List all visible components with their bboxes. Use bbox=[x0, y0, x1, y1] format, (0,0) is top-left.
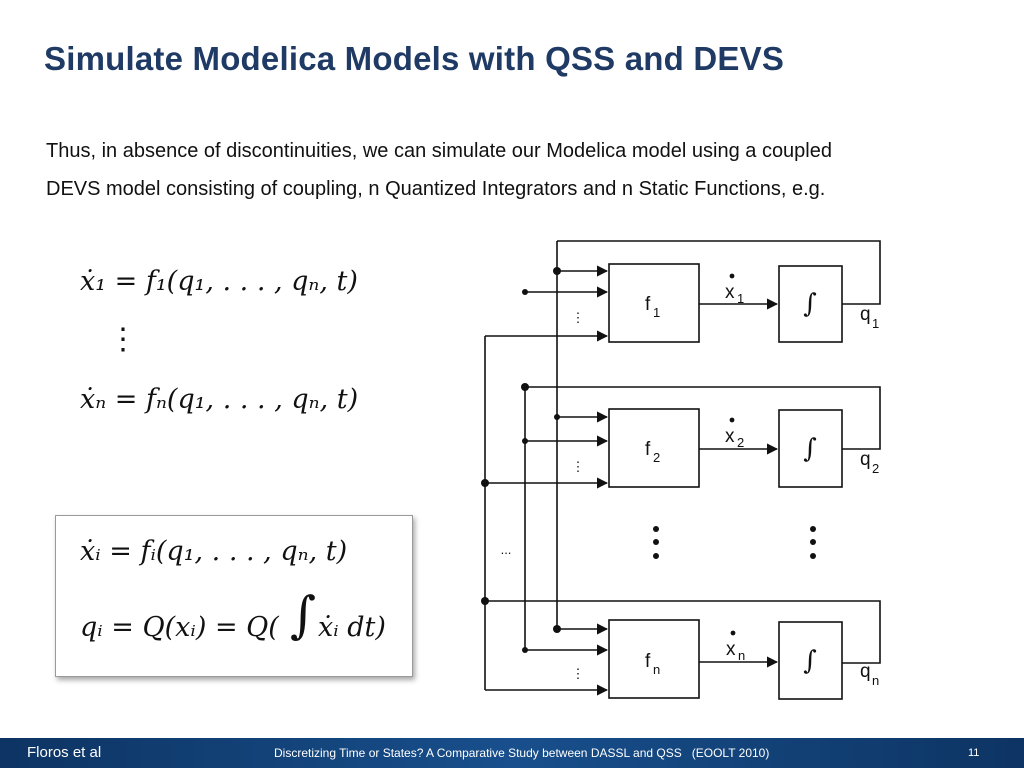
junction-dot bbox=[522, 438, 528, 444]
q2-subscript: 2 bbox=[872, 461, 879, 476]
slide-body: Thus, in absence of discontinuities, we … bbox=[46, 132, 1006, 208]
equation-xn-rhs: = fₙ(q₁, . . . , qₙ, t) bbox=[114, 384, 359, 415]
input-ellipsis-rown: ⋮ bbox=[572, 666, 585, 681]
q1-label: q bbox=[860, 304, 871, 325]
equation-x1: ẋ₁ = f₁(q₁, . . . , qₙ, t) bbox=[80, 266, 358, 297]
equation-qi-right: ẋᵢ dt) bbox=[318, 612, 386, 643]
derivative-dot bbox=[729, 273, 735, 279]
x2-subscript: 2 bbox=[737, 435, 744, 450]
integrator-block-n bbox=[778, 621, 843, 700]
row-ellipsis-dot bbox=[653, 553, 659, 559]
derivative-dot bbox=[729, 417, 735, 423]
equation-xn-lhs: ẋₙ bbox=[80, 384, 107, 415]
qn-subscript: n bbox=[872, 673, 879, 688]
equation-xi: ẋᵢ = fᵢ(q₁, . . . , qₙ, t) bbox=[80, 536, 348, 567]
qn-label: q bbox=[860, 661, 871, 682]
footer-page-number: 11 bbox=[968, 747, 980, 759]
f1-label: f bbox=[645, 294, 651, 315]
footer-author: Floros et al bbox=[27, 744, 102, 761]
row-ellipsis-dot bbox=[653, 539, 659, 545]
static-function-block-1 bbox=[608, 263, 700, 343]
input-ellipsis-row2: ⋮ bbox=[572, 459, 585, 474]
integrator-n-symbol: ∫ bbox=[803, 646, 817, 676]
x1-label: x bbox=[725, 282, 735, 303]
integrator-1-symbol: ∫ bbox=[803, 289, 817, 319]
derivative-dot bbox=[730, 630, 736, 636]
row-ellipsis-dot bbox=[810, 539, 816, 545]
junction-dot bbox=[522, 647, 528, 653]
row-ellipsis-dot bbox=[810, 553, 816, 559]
slide-title: Simulate Modelica Models with QSS and DE… bbox=[44, 40, 785, 77]
bus-ellipsis: ... bbox=[501, 542, 512, 557]
integrator-2-symbol: ∫ bbox=[803, 434, 817, 464]
integrator-block-2 bbox=[778, 409, 843, 488]
f1-subscript: 1 bbox=[653, 305, 660, 320]
footer-bar: Floros et al Discretizing Time or States… bbox=[0, 738, 1024, 768]
feedback-q2 bbox=[525, 386, 881, 450]
integral-symbol: ∫ bbox=[290, 586, 317, 644]
junction-dot bbox=[522, 289, 528, 295]
equation-x1-rhs: = f₁(q₁, . . . , qₙ, t) bbox=[114, 266, 358, 297]
feedback-qn bbox=[485, 600, 881, 664]
row-ellipsis-dot bbox=[653, 526, 659, 532]
q2-label: q bbox=[860, 449, 871, 470]
fn-subscript: n bbox=[653, 662, 660, 677]
equation-x1-lhs: ẋ₁ bbox=[80, 266, 107, 297]
body-line-2: DEVS model consisting of coupling, n Qua… bbox=[46, 178, 826, 200]
equation-vdots: ⋮ bbox=[108, 322, 138, 357]
equation-qi-left: qᵢ = Q(xᵢ) = Q( bbox=[80, 612, 279, 643]
qss-definition-box: ẋᵢ = fᵢ(q₁, . . . , qₙ, t) qᵢ = Q(xᵢ) = … bbox=[55, 515, 413, 677]
f2-subscript: 2 bbox=[653, 450, 660, 465]
junction-dot bbox=[553, 267, 561, 275]
fn-label: f bbox=[645, 651, 651, 672]
xn-label: x bbox=[726, 639, 736, 660]
junction-dot bbox=[481, 597, 489, 605]
f2-label: f bbox=[645, 439, 651, 460]
q1-subscript: 1 bbox=[872, 316, 879, 331]
junction-dot bbox=[554, 414, 560, 420]
junction-dot bbox=[553, 625, 561, 633]
equation-xn: ẋₙ = fₙ(q₁, . . . , qₙ, t) bbox=[80, 384, 358, 415]
static-function-block-2 bbox=[608, 408, 700, 488]
x2-label: x bbox=[725, 426, 735, 447]
junction-dot bbox=[521, 383, 529, 391]
x1-subscript: 1 bbox=[737, 291, 744, 306]
static-function-block-n bbox=[608, 619, 700, 699]
feedback-q1 bbox=[557, 240, 881, 305]
junction-dot bbox=[481, 479, 489, 487]
input-ellipsis-row1: ⋮ bbox=[572, 310, 585, 325]
footer-citation: Discretizing Time or States? A Comparati… bbox=[274, 746, 770, 760]
xn-subscript: n bbox=[738, 648, 745, 663]
body-line-1: Thus, in absence of discontinuities, we … bbox=[46, 140, 832, 162]
integrator-block-1 bbox=[778, 265, 843, 343]
row-ellipsis-dot bbox=[810, 526, 816, 532]
